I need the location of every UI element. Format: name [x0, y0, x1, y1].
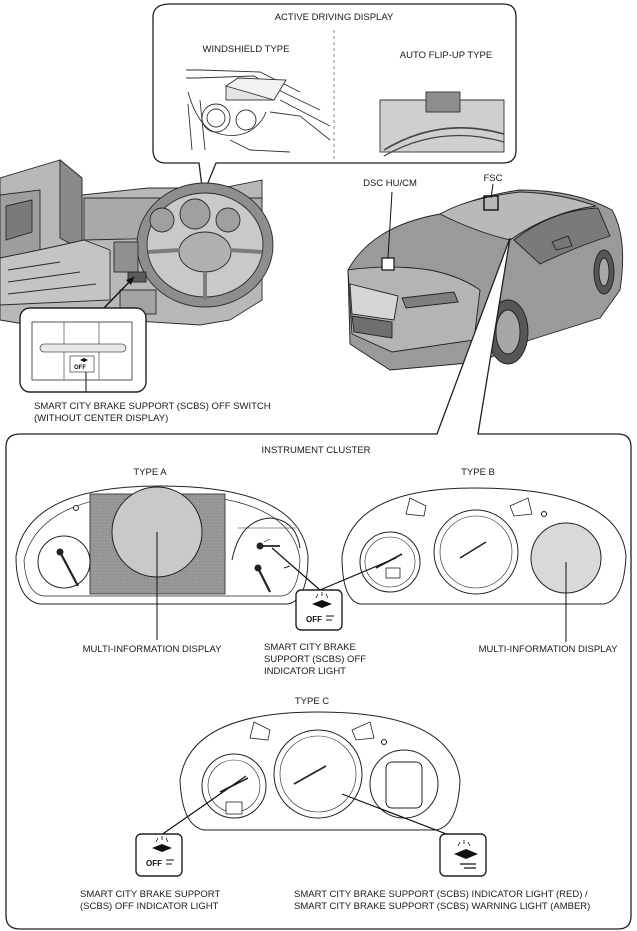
- scbs-off-indicator-ab-line1: SMART CITY BRAKE: [264, 642, 356, 653]
- instrument-cluster-title: INSTRUMENT CLUSTER: [261, 445, 371, 456]
- scbs-off-indicator-c-line1: SMART CITY BRAKE SUPPORT: [80, 889, 221, 900]
- scbs-off-indicator-ab-label: SMART CITY BRAKE SUPPORT (SCBS) OFF INDI…: [264, 642, 366, 678]
- scbs-off-icon-c-text: OFF: [146, 859, 162, 868]
- switch-off-text: OFF: [74, 365, 86, 371]
- type-a-mid-label: MULTI-INFORMATION DISPLAY: [82, 644, 222, 655]
- cluster-type-b: [341, 487, 627, 605]
- type-b-mid-label: MULTI-INFORMATION DISPLAY: [478, 644, 618, 655]
- scbs-off-leader-a: [271, 547, 321, 591]
- scbs-off-leader-b: [319, 557, 397, 591]
- cabin-dashboard-drawing: [0, 159, 274, 331]
- type-c-off-leader: [153, 775, 247, 841]
- dsc-hu-cm-marker: [381, 257, 395, 271]
- instrument-cluster-callout: [5, 237, 632, 930]
- scbs-off-switch-inset: OFF: [19, 307, 147, 393]
- windshield-hud-drawing: [186, 69, 331, 153]
- scbs-off-switch-label: SMART CITY BRAKE SUPPORT (SCBS) OFF SWIT…: [34, 401, 271, 425]
- active-driving-display-callout: [152, 3, 517, 198]
- type-c-label: TYPE C: [294, 696, 330, 707]
- dsc-leader: [387, 191, 393, 259]
- cluster-type-a: [15, 485, 309, 605]
- scbs-indicator-icon-c: [439, 833, 487, 877]
- scbs-off-indicator-ab-line3: INDICATOR LIGHT: [264, 666, 346, 677]
- vehicle-drawing: [347, 189, 624, 371]
- scbs-off-switch-label-line2: (WITHOUT CENTER DISPLAY): [34, 413, 169, 424]
- active-driving-display-title: ACTIVE DRIVING DISPLAY: [274, 12, 394, 23]
- scbs-off-indicator-c-label: SMART CITY BRAKE SUPPORT (SCBS) OFF INDI…: [80, 889, 220, 913]
- cluster-type-c: [179, 711, 461, 831]
- fsc-label: FSC: [483, 173, 503, 184]
- scbs-off-icon-ab: OFF: [295, 589, 343, 631]
- flipup-hud-drawing: [379, 91, 505, 157]
- type-b-label: TYPE B: [461, 467, 495, 478]
- switch-leader-arrow: [126, 277, 134, 285]
- dsc-hu-cm-label: DSC HU/CM: [363, 178, 417, 189]
- scbs-off-indicator-ab-line2: SUPPORT (SCBS) OFF: [264, 654, 367, 665]
- scbs-off-icon-ab-text: OFF: [306, 615, 322, 624]
- type-c-ind-leader: [341, 793, 463, 841]
- flipup-type-label: AUTO FLIP-UP TYPE: [399, 50, 493, 61]
- type-a-label: TYPE A: [133, 467, 167, 478]
- scbs-indicator-c-line1: SMART CITY BRAKE SUPPORT (SCBS) INDICATO…: [294, 889, 588, 900]
- scbs-indicator-warning-c-label: SMART CITY BRAKE SUPPORT (SCBS) INDICATO…: [294, 889, 590, 913]
- scbs-off-switch-label-line1: SMART CITY BRAKE SUPPORT (SCBS) OFF SWIT…: [34, 401, 271, 412]
- scbs-off-indicator-c-line2: (SCBS) OFF INDICATOR LIGHT: [80, 901, 219, 912]
- scbs-indicator-c-line2: SMART CITY BRAKE SUPPORT (SCBS) WARNING …: [294, 901, 591, 912]
- windshield-type-label: WINDSHIELD TYPE: [202, 44, 290, 55]
- fsc-leader: [490, 183, 494, 199]
- scbs-off-icon-c: OFF: [135, 833, 183, 877]
